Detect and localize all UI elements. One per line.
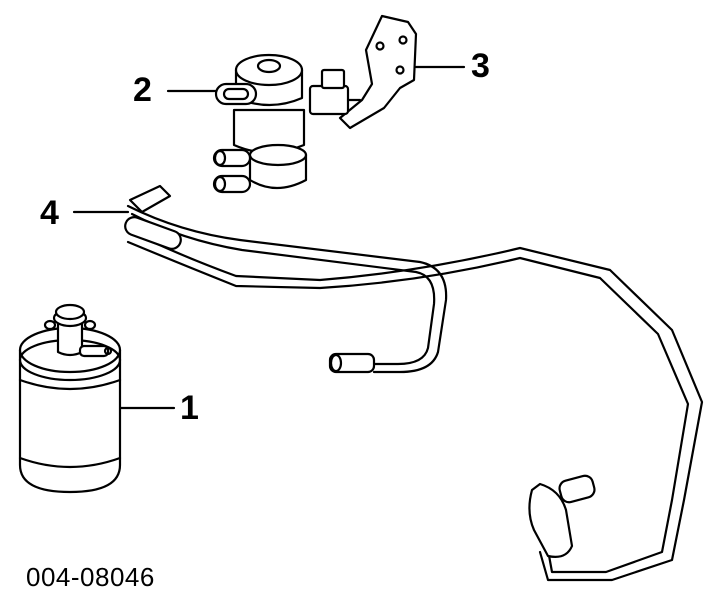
mounting-bracket <box>308 14 418 130</box>
callout-4-label: 4 <box>40 194 59 232</box>
vacuum-hose-assembly <box>124 184 704 582</box>
charcoal-canister <box>18 303 122 494</box>
callout-3-label: 3 <box>471 47 490 85</box>
callout-2-label: 2 <box>133 71 152 109</box>
callout-1-label: 1 <box>180 389 199 427</box>
figure-code: 004-08046 <box>26 562 155 592</box>
leader-lines <box>72 65 466 410</box>
purge-solenoid <box>212 53 308 194</box>
